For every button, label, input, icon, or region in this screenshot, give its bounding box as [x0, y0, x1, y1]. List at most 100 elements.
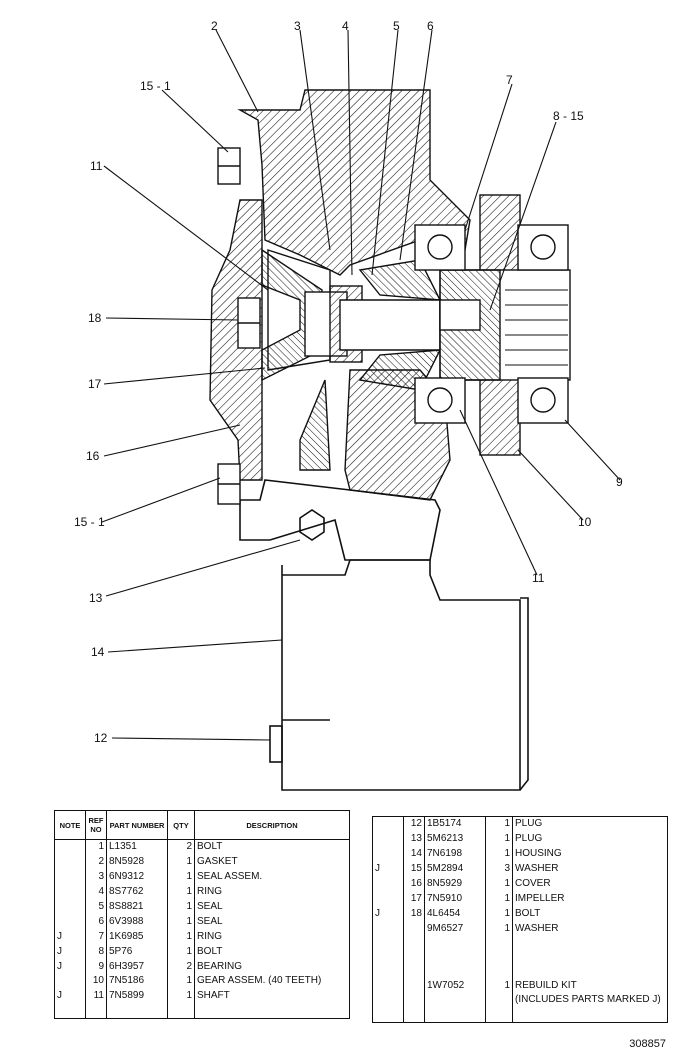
ref-cell: 3 — [85, 869, 107, 885]
qty-cell: 1 — [167, 869, 195, 885]
callout-15-1-bottom: 15 - 1 — [74, 515, 105, 529]
note-cell — [54, 884, 86, 900]
note-cell: J — [372, 861, 404, 877]
header-note: NOTE — [54, 810, 86, 840]
qty-cell: 1 — [167, 884, 195, 900]
desc-cell: (INCLUDES PARTS MARKED J) — [515, 994, 661, 1006]
callout-11-right: 11 — [532, 571, 545, 585]
part-cell: 9M6527 — [424, 921, 486, 937]
gear-assembly — [414, 194, 571, 456]
callout-18: 18 — [88, 311, 102, 325]
note-cell — [54, 974, 86, 989]
desc-cell: SEAL — [197, 901, 223, 912]
desc-cell: RING — [197, 886, 222, 898]
callout-2: 2 — [211, 19, 218, 33]
note-cell — [54, 839, 86, 855]
note-cell: J — [54, 929, 86, 945]
callout-5: 5 — [393, 19, 400, 33]
note-cell — [54, 899, 86, 915]
callout-16: 16 — [86, 449, 100, 463]
qty-cell: 1 — [485, 831, 513, 847]
document-number: 308857 — [629, 1038, 666, 1050]
desc-cell: COVER — [515, 878, 551, 889]
callout-4: 4 — [342, 19, 349, 33]
ref-cell: 14 — [403, 846, 425, 862]
ref-cell: 8 — [85, 944, 107, 960]
ref-cell: 9 — [85, 959, 107, 975]
qty-cell: 2 — [167, 839, 195, 855]
qty-cell: 1 — [485, 891, 513, 907]
callout-6: 6 — [427, 19, 434, 33]
desc-cell: BOLT — [197, 841, 223, 853]
parts-table-left: NOTE REF NO PART NUMBER QTY DESCRIPTION … — [54, 810, 350, 1019]
note-cell — [372, 978, 404, 994]
qty-cell: 1 — [167, 854, 195, 870]
callout-12: 12 — [94, 731, 108, 745]
desc-cell: SEAL — [197, 915, 223, 927]
note-cell — [372, 921, 404, 937]
note-cell: J — [54, 944, 86, 960]
table-spacer-row — [372, 950, 668, 965]
qty-cell: 1 — [167, 944, 195, 960]
desc-cell: SHAFT — [197, 990, 230, 1002]
desc-cell: WASHER — [515, 863, 559, 875]
qty-cell: 1 — [485, 906, 513, 922]
ref-cell: 18 — [403, 906, 425, 922]
part-cell: 8N5928 — [106, 854, 168, 870]
desc-cell: BEARING — [197, 960, 243, 972]
part-cell: 5M6213 — [424, 831, 486, 847]
callout-14: 14 — [91, 645, 105, 659]
note-cell — [372, 831, 404, 847]
desc-cell: GASKET — [197, 856, 238, 868]
callout-11-left: 11 — [90, 159, 103, 173]
table-spacer-row — [372, 964, 668, 979]
desc-cell: RING — [197, 930, 222, 942]
qty-cell: 1 — [167, 929, 195, 945]
ref-cell: 17 — [403, 891, 425, 907]
note-cell: J — [54, 988, 86, 1004]
callout-7: 7 — [506, 73, 513, 87]
table-spacer-row — [372, 1007, 668, 1023]
desc-cell: IMPELLER — [515, 892, 565, 904]
part-cell: 7N5899 — [106, 988, 168, 1004]
bolts — [217, 147, 261, 505]
pump-sectional-drawing: 2 3 4 5 6 15 - 1 7 8 - 15 11 18 17 16 15… — [74, 19, 623, 791]
part-cell: 7N5910 — [424, 891, 486, 907]
ref-cell: 10 — [85, 974, 107, 989]
callout-17: 17 — [88, 377, 102, 391]
qty-cell: 2 — [167, 959, 195, 975]
qty-cell: 1 — [485, 816, 513, 832]
desc-cell: BOLT — [515, 907, 541, 919]
callout-9: 9 — [616, 475, 623, 489]
part-cell: 6H3957 — [106, 959, 168, 975]
qty-cell: 1 — [485, 846, 513, 862]
ref-cell: 6 — [85, 914, 107, 930]
qty-cell: 3 — [485, 861, 513, 877]
part-cell: 8N5929 — [424, 876, 486, 892]
desc-cell: HOUSING — [515, 848, 562, 860]
pump-casing — [209, 89, 471, 501]
callout-3: 3 — [294, 19, 301, 33]
callout-labels: 2 3 4 5 6 15 - 1 7 8 - 15 11 18 17 16 15… — [74, 19, 623, 745]
desc-cell: REBUILD KIT — [515, 979, 577, 991]
part-cell: 5M2894 — [424, 861, 486, 877]
note-cell — [372, 816, 404, 832]
part-cell: 5P76 — [106, 944, 168, 960]
qty-cell: 1 — [485, 978, 513, 994]
note-cell — [372, 891, 404, 907]
ref-cell: 11 — [85, 988, 107, 1004]
qty-cell: 1 — [167, 974, 195, 989]
header-description: DESCRIPTION — [194, 810, 350, 840]
note-cell: J — [54, 959, 86, 975]
